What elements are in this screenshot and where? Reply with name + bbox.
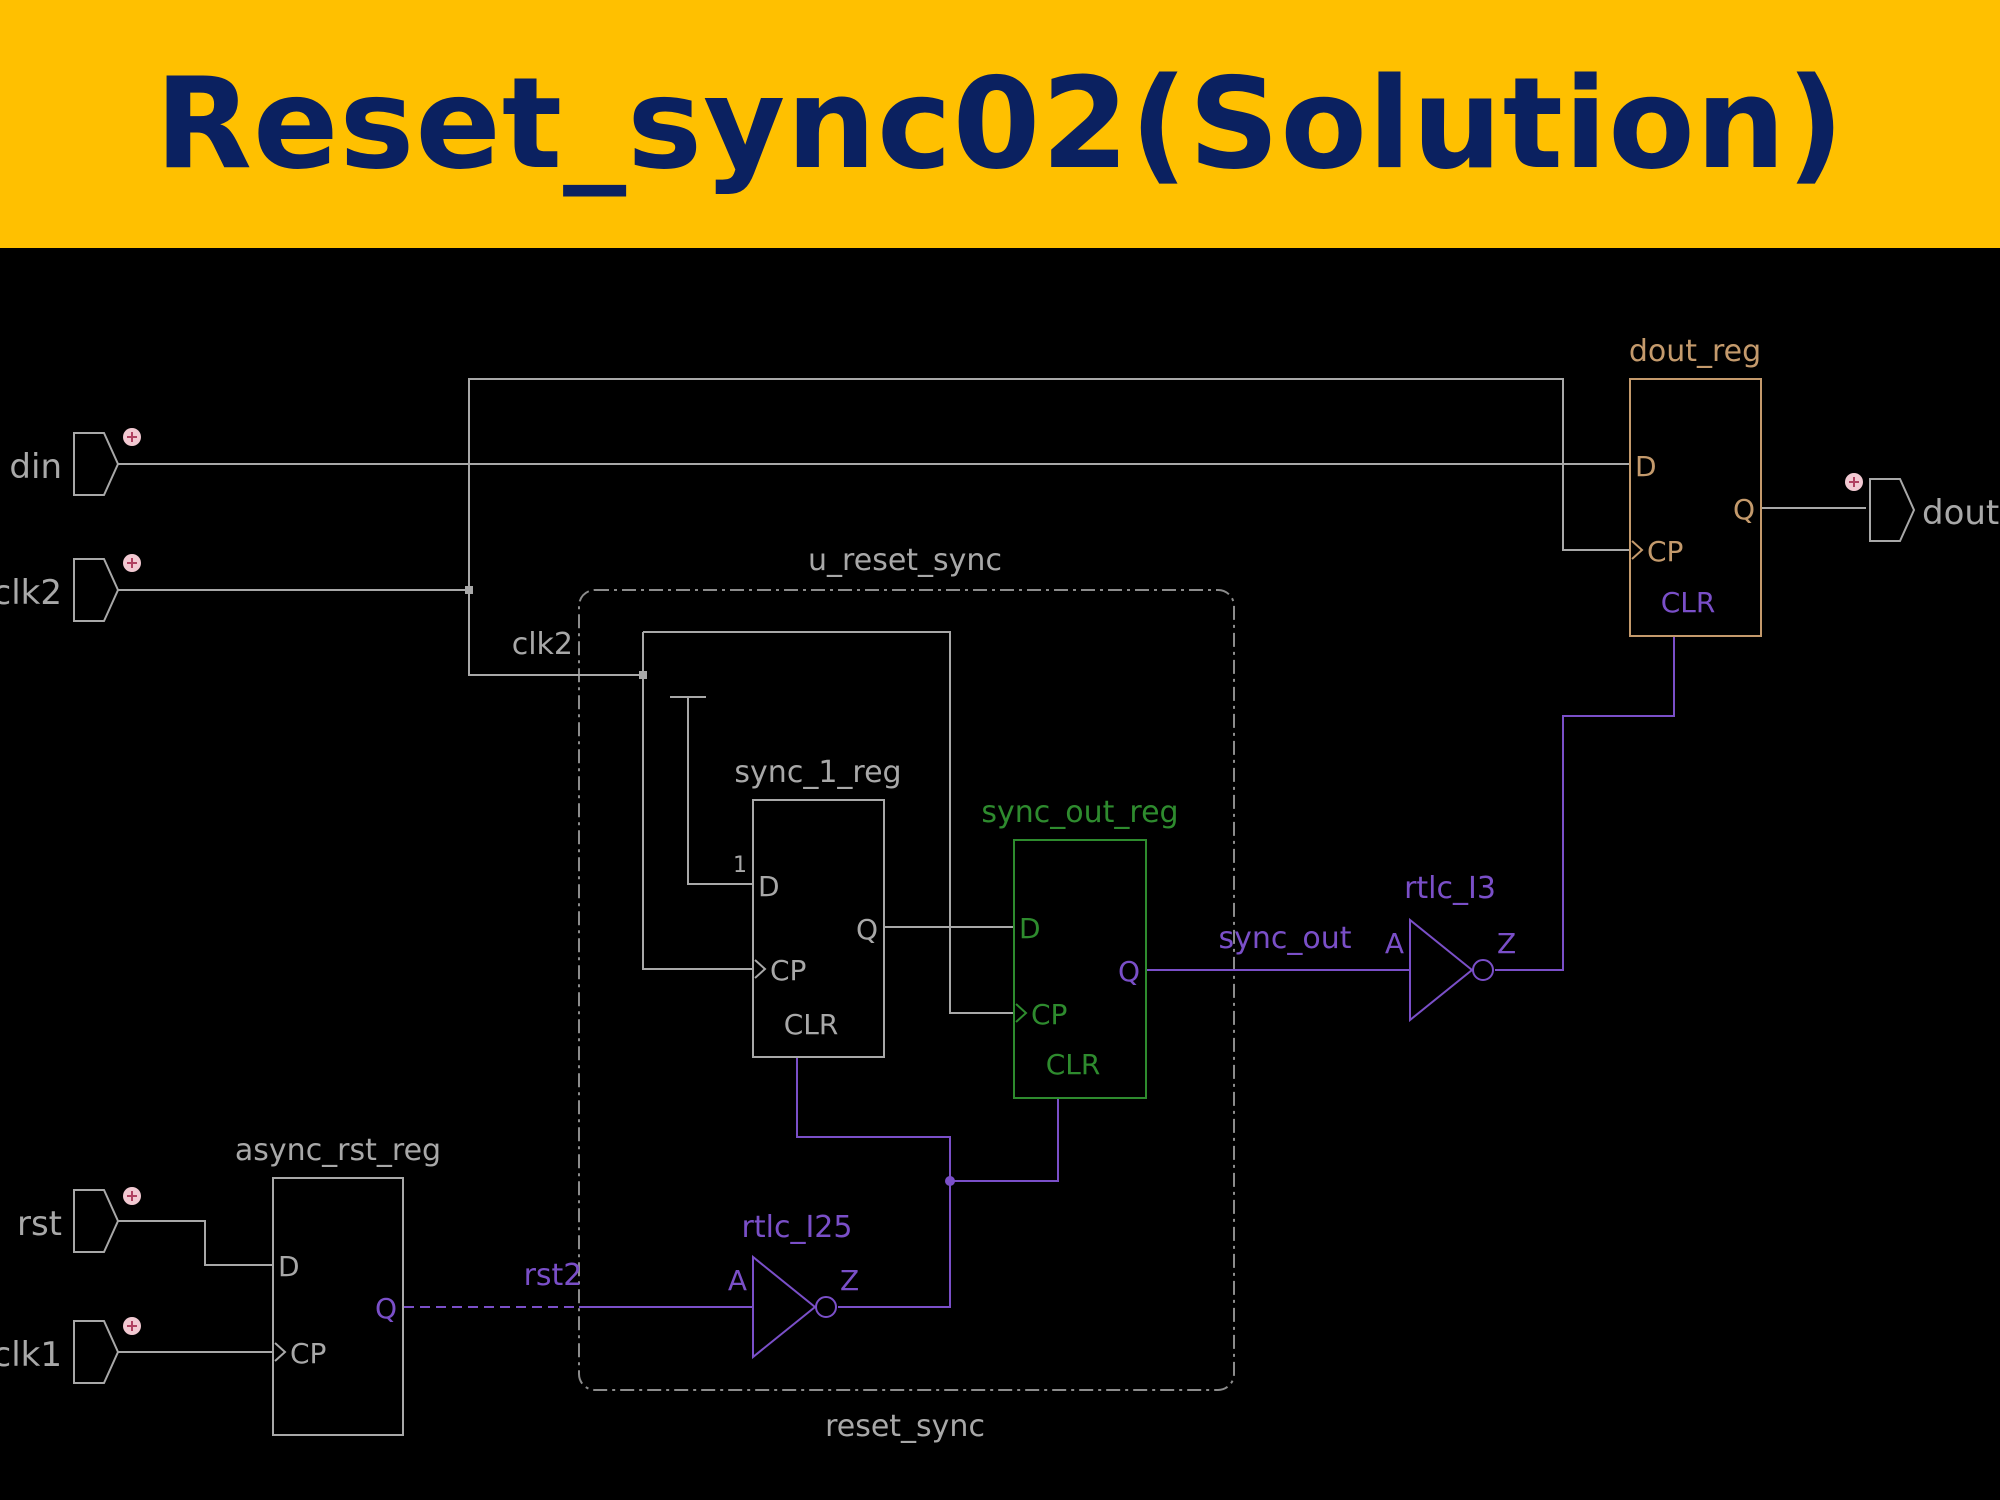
sync-1-reg-box [752, 799, 885, 1058]
rtlc-i3-output-net [1495, 636, 1675, 971]
module-clk2-pin-label: clk2 [512, 627, 573, 662]
sync-1-reg-clock-triangle-icon [754, 959, 767, 979]
clr-to-sync-out [950, 1098, 1059, 1182]
port-clk2-label: clk2 [0, 573, 62, 613]
rtlc-i25-pin-z: Z [840, 1264, 859, 1297]
rtlc-i3-triangle [1409, 917, 1474, 1023]
port-din-label: din [9, 447, 62, 487]
rtlc-i25-triangle [752, 1254, 817, 1360]
sync-out-reg: sync_out_reg D CP Q CLR [981, 795, 1179, 1099]
async-rst-reg-name: async_rst_reg [235, 1133, 441, 1168]
rtlc-i25-output-net [838, 1181, 951, 1308]
rtlc-i25-inverter: rtlc_I25 A Z [728, 1210, 859, 1360]
async-rst-reg: async_rst_reg D CP Q [235, 1133, 441, 1436]
clr-to-sync-1 [796, 1057, 951, 1181]
rtlc-i25-name: rtlc_I25 [742, 1210, 853, 1245]
dout-reg-name: dout_reg [1629, 334, 1761, 369]
port-rst: rst [17, 1187, 141, 1253]
clk-internal-junction-dot [639, 671, 647, 679]
sync-1-reg-pin-q: Q [856, 913, 878, 946]
port-din-shape [73, 432, 120, 496]
port-dout-label: dout [1922, 493, 1999, 533]
sync-1-reg-name: sync_1_reg [734, 755, 901, 790]
clk-to-sync-1-cp [642, 675, 753, 970]
slide-title: Reset_sync02(Solution) [154, 50, 1846, 197]
sync-out-reg-pin-q: Q [1118, 955, 1140, 988]
rtlc-i3-pin-z: Z [1497, 927, 1516, 960]
module-instance-label: u_reset_sync [808, 543, 1002, 578]
async-rst-reg-pin-d: D [278, 1250, 300, 1283]
reset-junction-dot [945, 1176, 955, 1186]
port-clk1-shape [73, 1320, 120, 1384]
dout-reg-pin-cp: CP [1647, 535, 1683, 568]
rtlc-i3-pin-a: A [1385, 927, 1404, 960]
port-clk2-shape [73, 558, 120, 622]
sync-out-reg-name: sync_out_reg [981, 795, 1178, 830]
sync-out-reg-pin-clr: CLR [1046, 1048, 1101, 1081]
const-one-net [687, 697, 753, 885]
sync-out-reg-pin-cp: CP [1031, 998, 1067, 1031]
port-clk1: clk1 [0, 1317, 141, 1384]
port-clk2: clk2 [0, 554, 141, 622]
sync-1-reg-pin-d: D [758, 870, 780, 903]
rtlc-i3-inverter: rtlc_I3 A Z [1385, 871, 1516, 1023]
dout-reg: dout_reg D CP Q CLR [1629, 334, 1762, 637]
port-rst-shape [73, 1189, 120, 1253]
clock-and-data-wires [118, 378, 1866, 1353]
reset-wires [404, 636, 1675, 1308]
dout-reg-pin-q: Q [1733, 493, 1755, 526]
clk2-net-to-dout-reg [468, 378, 1630, 675]
dout-reg-clock-triangle-icon [1631, 540, 1644, 560]
sync-1-reg: sync_1_reg 1 D CP Q CLR [733, 755, 902, 1058]
sync-out-reg-pin-d: D [1019, 912, 1041, 945]
dout-reg-pin-d: D [1635, 450, 1657, 483]
module-name-label: reset_sync [825, 1409, 985, 1444]
sync-out-reg-box [1013, 839, 1147, 1099]
reset-sync-module-box [578, 589, 1235, 1391]
port-dout: dout [1845, 473, 1999, 542]
sync-out-reg-clock-triangle-icon [1015, 1003, 1028, 1023]
rtlc-i3-name: rtlc_I3 [1404, 871, 1496, 906]
async-rst-reg-clock-triangle-icon [274, 1342, 287, 1362]
schematic-diagram: u_reset_sync reset_sync [0, 334, 1999, 1444]
async-rst-reg-pin-cp: CP [290, 1337, 326, 1370]
sync-1-reg-pin-clr: CLR [784, 1008, 839, 1041]
rtlc-i25-bubble [815, 1296, 837, 1318]
port-dout-shape [1869, 478, 1916, 542]
port-rst-label: rst [17, 1204, 62, 1244]
rst-net [118, 1220, 273, 1266]
clk2-net-into-module [468, 590, 643, 676]
sync-1-reg-const: 1 [733, 853, 747, 878]
title-banner: Reset_sync02(Solution) [0, 0, 2000, 248]
async-rst-reg-box [272, 1177, 404, 1436]
rst2-net-label: rst2 [524, 1258, 583, 1293]
rtlc-i25-pin-a: A [728, 1264, 747, 1297]
sync-out-net-label: sync_out [1218, 921, 1351, 956]
port-clk1-label: clk1 [0, 1335, 62, 1375]
rtlc-i3-bubble [1472, 959, 1494, 981]
sync-1-reg-pin-cp: CP [770, 954, 806, 987]
clk-to-sync-out-cp [643, 631, 1014, 1014]
port-din: din [9, 428, 141, 496]
async-rst-reg-pin-q: Q [375, 1292, 397, 1325]
dout-reg-box [1629, 378, 1762, 637]
clk2-junction-dot [465, 586, 473, 594]
dout-reg-pin-clr: CLR [1661, 586, 1716, 619]
